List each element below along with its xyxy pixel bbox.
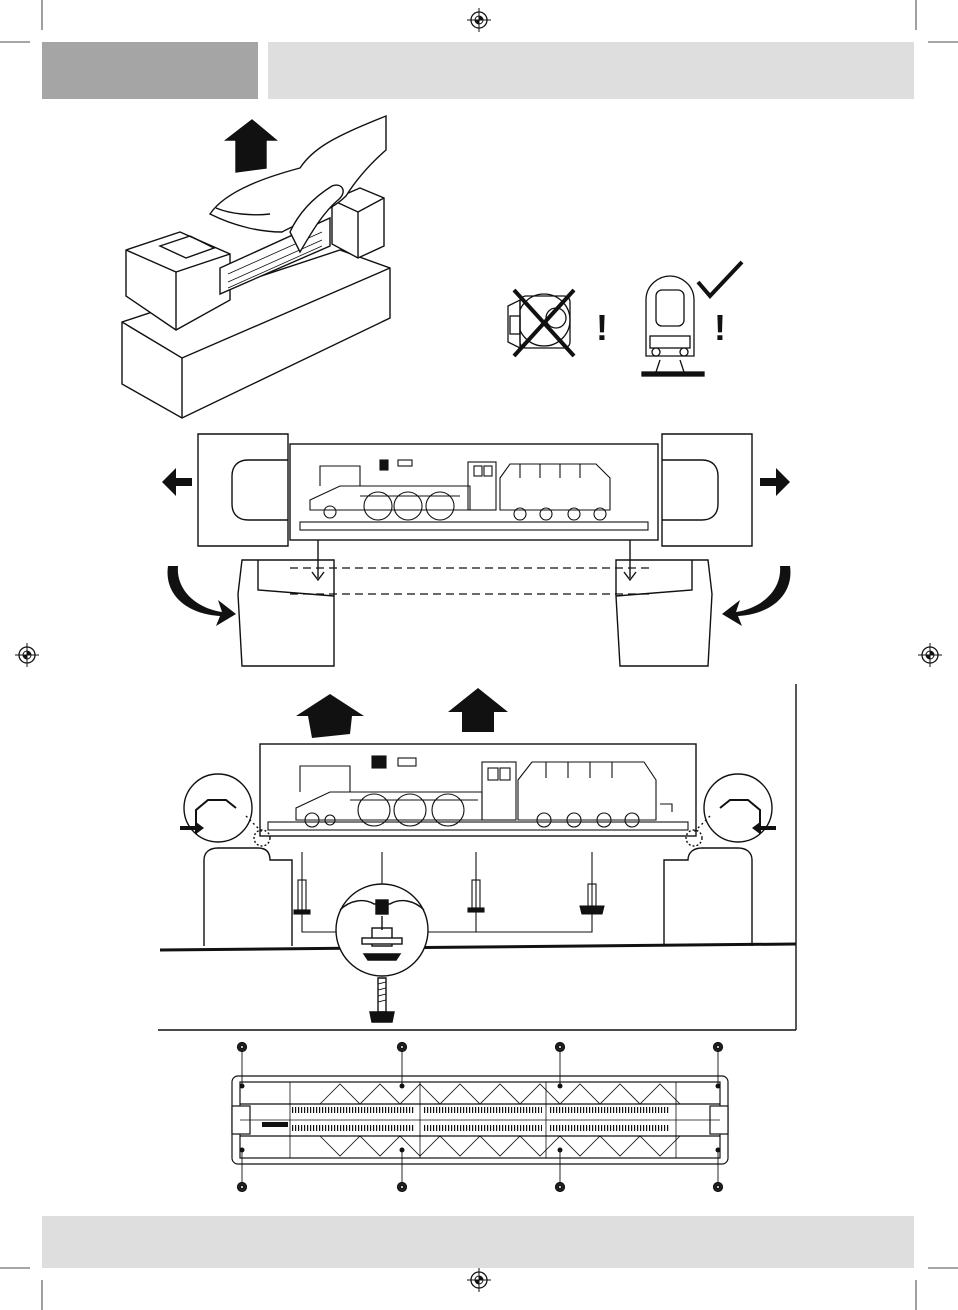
figure-base-screw-layout [232,1043,728,1192]
curved-arrow-right-icon [722,566,790,626]
figure-remove-end-caps [162,434,790,666]
up-arrow-icon [296,694,364,738]
registration-mark-bottom [467,1268,491,1292]
footer-bar [42,1216,914,1268]
left-arrow-icon [162,468,192,496]
checkmark-icon [698,262,742,296]
figure-lift-from-box [122,116,390,418]
up-arrow-icon [226,120,276,172]
curved-arrow-left-icon [168,566,236,626]
figure-orientation-wrong: ! [508,290,608,356]
right-arrow-icon [760,468,790,496]
registration-mark-right [918,643,942,667]
figure-orientation-correct: ! [642,262,742,376]
svg-text:!: ! [714,307,726,348]
up-arrow-icon [448,688,508,732]
figure-lift-display-case [158,684,796,1030]
registration-mark-left [15,643,39,667]
registration-mark-top [467,8,491,32]
svg-text:!: ! [596,307,608,348]
